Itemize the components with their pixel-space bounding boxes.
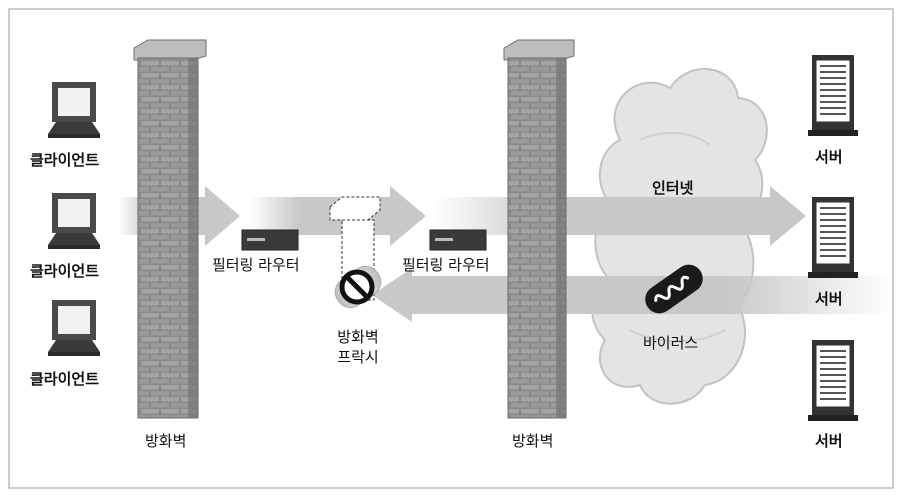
server-icon [808,340,858,421]
server-label-2: 서버 [815,290,843,308]
computer-icon [48,300,100,356]
router-icon [241,229,299,251]
router-label-2: 필터링 라우터 [402,256,490,274]
virus-icon [645,264,703,314]
firewall-wall-right [503,39,575,419]
server-icon [808,55,858,136]
server-icon [808,197,858,278]
router-label-1: 필터링 라우터 [212,256,300,274]
cloud-icon [591,67,768,405]
virus-label: 바이러스 [643,334,699,352]
outbound-arrow-3 [432,186,806,246]
client-label-1: 클라이언트 [30,151,100,169]
server-label-3: 서버 [815,432,843,450]
no-entry-icon [339,269,375,305]
client-label-2: 클라이언트 [30,262,100,280]
client-label-3: 클라이언트 [30,370,100,388]
firewall-wall-left [133,39,207,419]
proxy-label-line2: 프락시 [337,348,379,366]
firewall-label-right: 방화벽 [512,432,554,450]
internet-label: 인터넷 [652,179,694,197]
proxy-label-line1: 방화벽 [337,328,379,346]
computer-icon [48,82,100,138]
computer-icon [48,193,100,249]
server-label-1: 서버 [815,148,843,166]
router-icon [429,229,487,251]
firewall-label-left: 방화벽 [145,432,187,450]
